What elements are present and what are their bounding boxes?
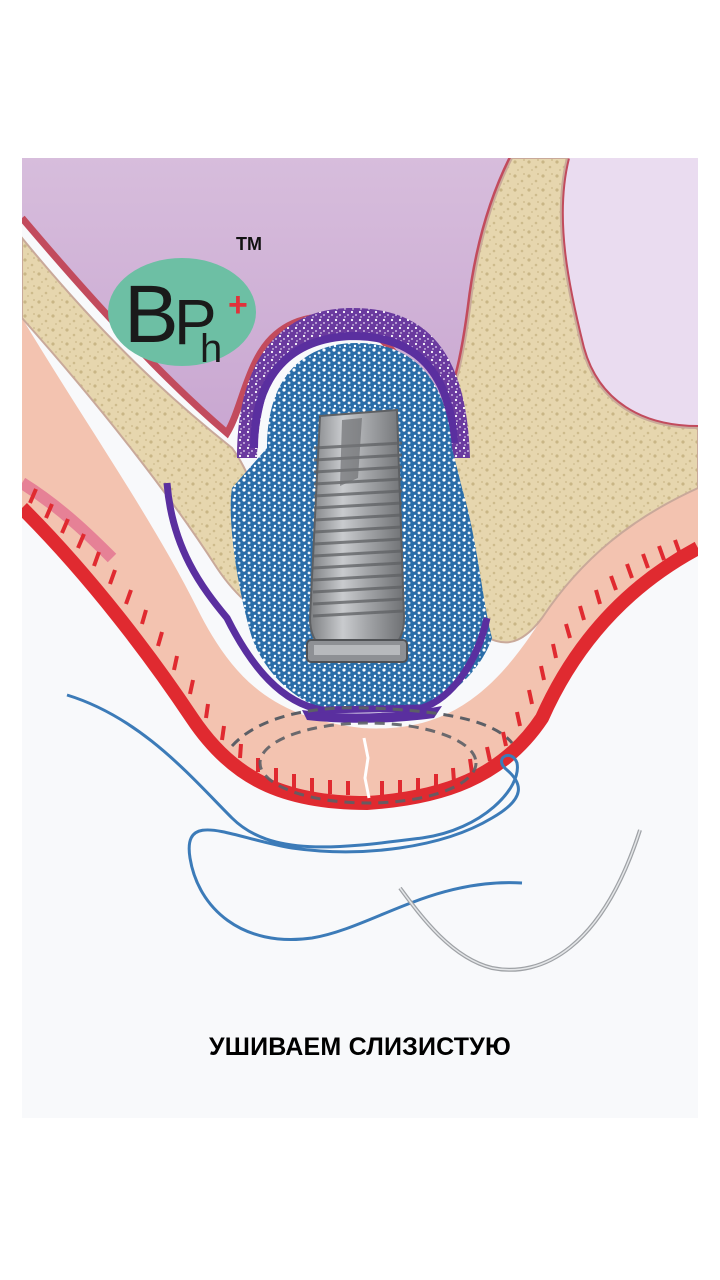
nasal-cavity bbox=[560, 158, 698, 428]
suture-thread bbox=[66, 693, 523, 941]
logo-plus-icon: + bbox=[228, 286, 248, 324]
trademark-symbol: TM bbox=[236, 234, 262, 254]
dome-membrane bbox=[237, 308, 470, 458]
alveolar-bone-right bbox=[425, 158, 698, 644]
logo-letter-b: B bbox=[124, 269, 179, 360]
logo-letter-h: h bbox=[200, 327, 222, 371]
caption: УШИВАЕМ СЛИЗИСТУЮ bbox=[209, 1033, 511, 1061]
incision-line bbox=[362, 737, 371, 799]
barrier-membrane bbox=[163, 482, 491, 714]
maxillary-sinus bbox=[22, 158, 512, 433]
suture-dashed-path bbox=[230, 706, 514, 748]
dental-implant bbox=[306, 408, 408, 663]
surgical-needle bbox=[398, 829, 642, 972]
logo-letter-p: P bbox=[174, 286, 217, 358]
bph-logo: B P h + bbox=[108, 258, 256, 371]
illustration-panel: B P h + TM УШИВАЕМ СЛИЗИСТУЮ bbox=[22, 158, 698, 1118]
sutured-mucosa-illustration bbox=[22, 158, 698, 972]
